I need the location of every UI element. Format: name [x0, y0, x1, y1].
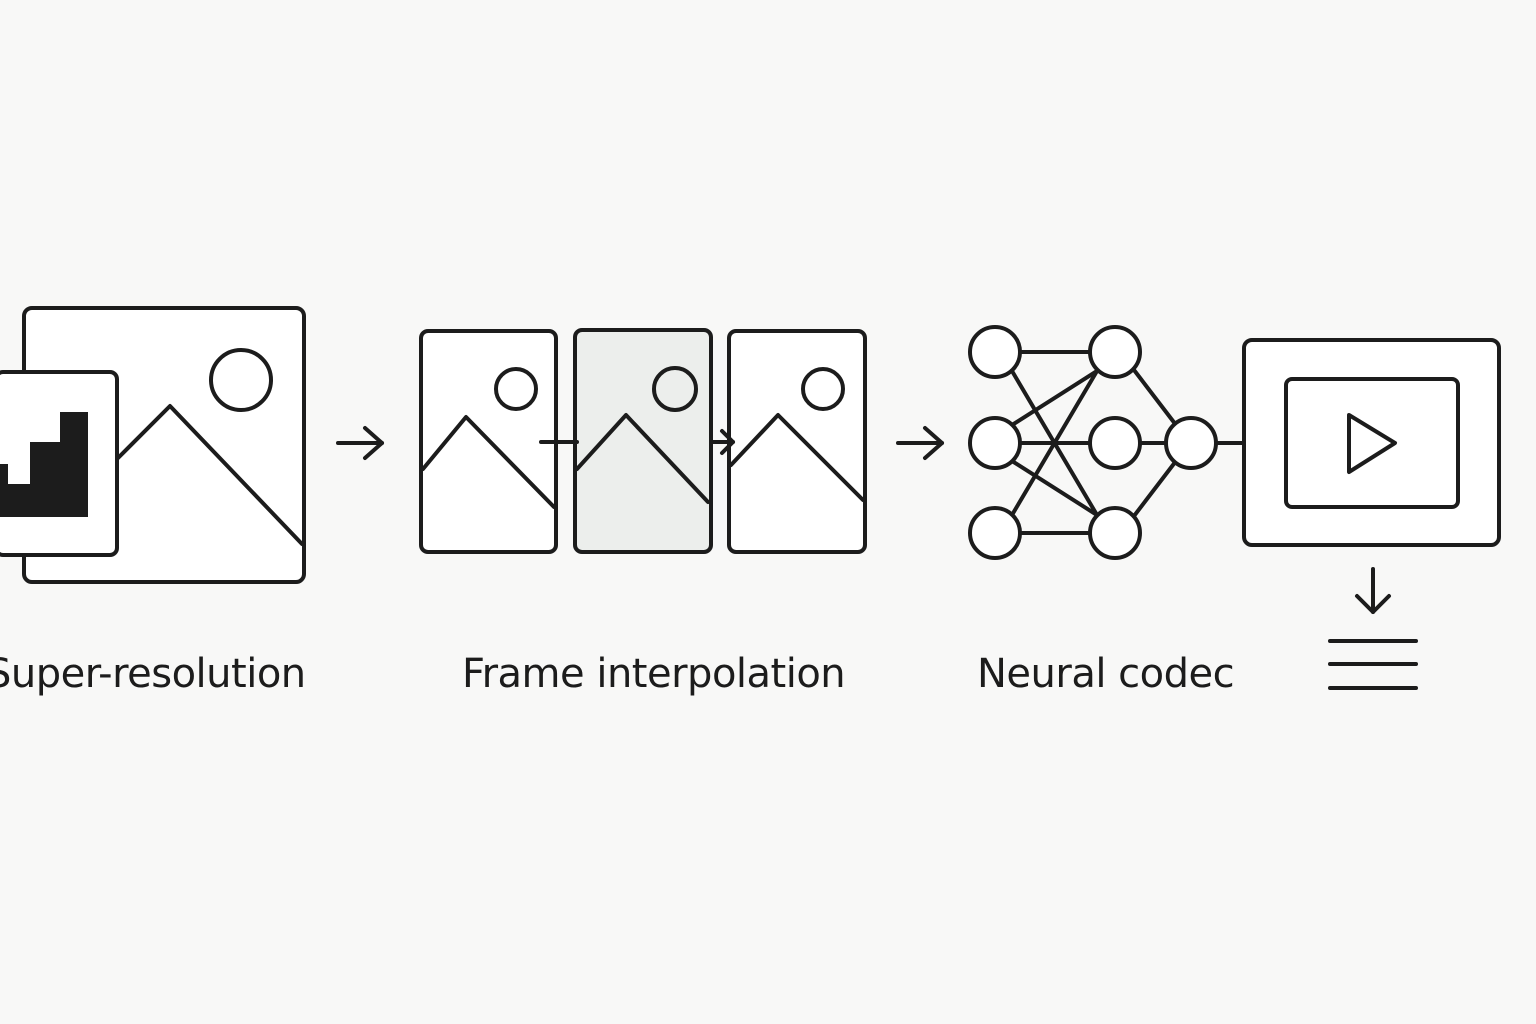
super-resolution-label: Super-resolution [0, 651, 306, 697]
play-icon [1347, 413, 1397, 474]
video-output-icon [1242, 338, 1501, 690]
arrow-right-icon [336, 426, 384, 460]
stream-lines-icon [1328, 639, 1418, 690]
video-window [1284, 377, 1460, 509]
frame-2-interpolated [573, 328, 713, 554]
arrow-right-icon [896, 426, 944, 460]
mountain-icon [112, 404, 304, 546]
sun-icon [209, 348, 273, 412]
inner-arrow-2 [709, 429, 735, 455]
network-edges [1010, 350, 1246, 535]
arrow-down-icon [1355, 567, 1391, 614]
screen-frame [1242, 338, 1501, 547]
frame-interpolation-label: Frame interpolation [462, 651, 846, 697]
neural-codec-label: Neural codec [977, 651, 1235, 697]
frame-1 [419, 329, 558, 554]
frame-sequence-icon [419, 328, 867, 554]
neural-network-icon [968, 325, 1246, 560]
image-upscale-icon [0, 306, 306, 584]
pixel-mountain-icon [0, 412, 88, 517]
frame-3 [727, 329, 867, 554]
network-nodes [968, 325, 1218, 560]
